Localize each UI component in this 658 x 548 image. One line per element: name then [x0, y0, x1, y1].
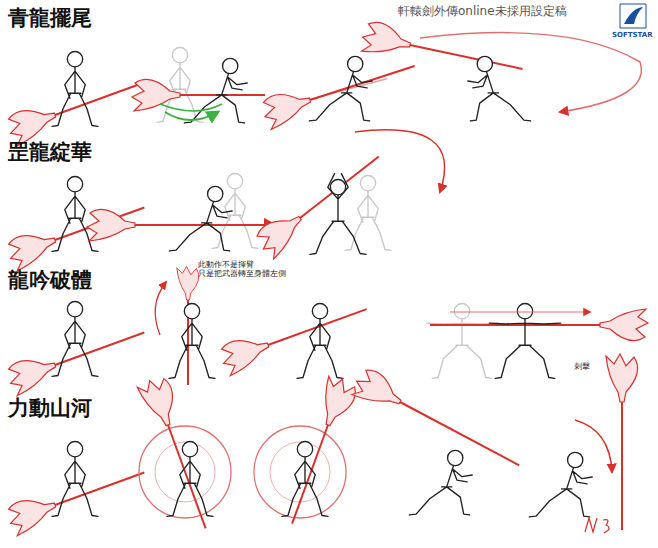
- logo-mark: [624, 7, 643, 24]
- note-text: 此動作不是揮臂 只是把武器轉至身體左側: [198, 260, 298, 278]
- move-name: 龍吟破體: [8, 268, 92, 292]
- strike-label: 刺擊: [574, 362, 590, 371]
- logo-box: [620, 4, 646, 28]
- logo-text: SOFTSTAR: [612, 31, 653, 39]
- move-name: 罡龍綻華: [8, 140, 92, 164]
- sheet-title: 軒轅劍外傳online未採用設定稿: [398, 5, 567, 19]
- move-name: 青龍擺尾: [8, 6, 92, 30]
- row-two-figures: [5, 130, 445, 272]
- move-name: 力動山河: [8, 396, 92, 420]
- row-three-figures: [5, 266, 648, 396]
- row-one-figures: [5, 20, 642, 147]
- row-four-figures: [5, 354, 638, 536]
